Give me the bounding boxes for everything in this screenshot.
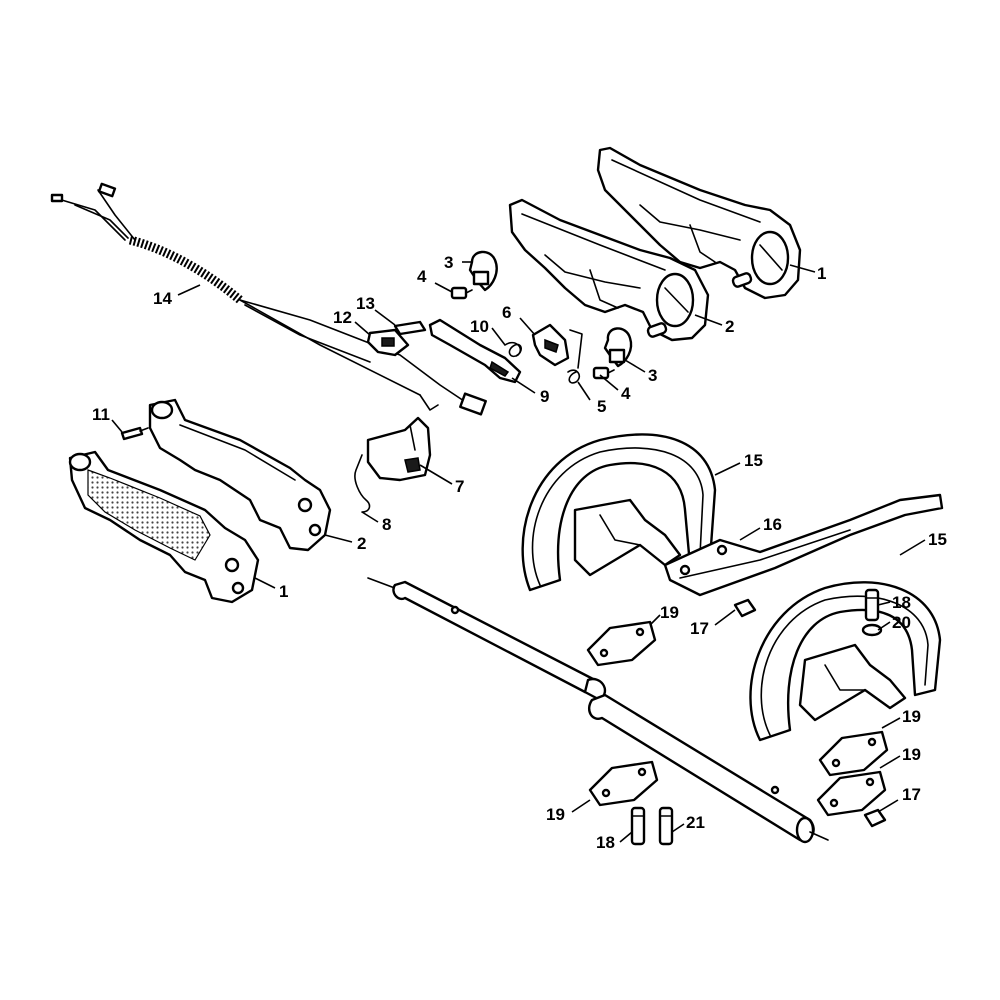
washer-20: [861, 623, 883, 637]
clamp-half-19-a: [586, 620, 657, 667]
callout-6: 6: [502, 303, 511, 322]
spring-8: [354, 454, 371, 513]
callout-9: 9: [540, 387, 549, 406]
trigger-lockout-7: [366, 416, 432, 482]
callout-21: 21: [686, 813, 705, 832]
clamp-half-19-b: [818, 730, 889, 777]
handle-housing-upper-1: [596, 146, 802, 300]
clamp-3-upper: [468, 250, 498, 292]
callout-14: 14: [153, 289, 172, 308]
handle-bracket-16: [663, 493, 944, 597]
callout-17-upper: 17: [690, 619, 709, 638]
callout-20: 20: [892, 613, 911, 632]
callout-11: 11: [92, 405, 110, 424]
callout-1-upper: 1: [817, 264, 826, 283]
callout-19-c: 19: [902, 745, 921, 764]
callout-16: 16: [763, 515, 782, 534]
spring-5: [567, 369, 581, 384]
leader-lines: [111, 261, 926, 843]
screw-18-lower: [630, 806, 646, 846]
callout-18-lower: 18: [596, 833, 615, 852]
screw-11: [120, 426, 149, 441]
drive-shaft-tube: [367, 577, 829, 844]
callout-18-upper: 18: [892, 593, 911, 612]
throttle-cable-harness-14: [50, 182, 487, 416]
callout-2-upper: 2: [725, 317, 734, 336]
part-13-spring-plate: [393, 320, 427, 336]
callout-19-b: 19: [902, 707, 921, 726]
callout-12: 12: [333, 308, 352, 327]
callout-4-lower: 4: [621, 384, 631, 403]
screw-4-lower: [592, 366, 615, 380]
nut-17-upper: [733, 598, 757, 618]
callout-8: 8: [382, 515, 391, 534]
callout-3-lower: 3: [648, 366, 657, 385]
callout-1-lower: 1: [279, 582, 288, 601]
callout-15-upper: 15: [744, 451, 763, 470]
callout-7: 7: [455, 477, 464, 496]
callout-15-lower: 15: [928, 530, 947, 549]
clamp-half-19-d: [588, 760, 659, 807]
nut-17-lower: [863, 808, 887, 828]
callout-5: 5: [597, 397, 606, 416]
loop-handle-lower-15: [749, 581, 942, 742]
handle-housing-upper-2: [508, 198, 710, 342]
lock-lever-6: [531, 323, 583, 369]
spring-10: [504, 341, 522, 358]
callout-13: 13: [356, 294, 375, 313]
clamp-half-19-c: [816, 770, 887, 817]
callout-17-lower: 17: [902, 785, 921, 804]
handle-half-lower-2: [148, 398, 332, 552]
callouts: 1 2 3 3 4 4 5 6 7 8 9 10 11 12 13 14 2 1…: [92, 253, 947, 852]
throttle-trigger-9: [428, 318, 522, 384]
screw-21: [658, 806, 674, 846]
callout-2-lower: 2: [357, 534, 366, 553]
clamp-3-lower: [603, 327, 633, 368]
screw-4-upper: [450, 286, 473, 300]
callout-19-d: 19: [546, 805, 565, 824]
callout-3-upper: 3: [444, 253, 453, 272]
callout-19-a: 19: [660, 603, 679, 622]
callout-4-upper: 4: [417, 267, 427, 286]
handle-half-lower-1: [68, 450, 260, 604]
screw-18-upper: [864, 588, 880, 622]
part-12-switch: [366, 328, 410, 357]
callout-10: 10: [470, 317, 489, 336]
